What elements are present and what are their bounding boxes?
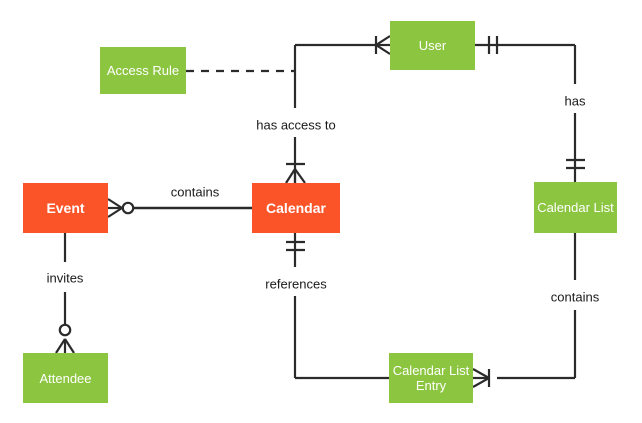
edge-label-contains-event-calendar: contains (167, 184, 223, 200)
entity-event[interactable]: Event (23, 183, 108, 233)
edge-user-calendar (285, 35, 391, 184)
edge-label-contains-list-entry: contains (547, 289, 603, 305)
entity-label: Calendar List (537, 200, 614, 215)
edge-label-has: has (561, 93, 589, 109)
entity-label: Calendar List Entry (392, 363, 470, 393)
cardinality-calendar-list-entry-one-or-many (472, 368, 491, 388)
cardinality-event-zero-or-many (107, 198, 135, 218)
cardinality-user-one-or-many (374, 35, 391, 55)
entity-access-rule[interactable]: Access Rule (100, 47, 186, 94)
entity-user[interactable]: User (390, 21, 475, 70)
edge-label-invites: invites (43, 270, 87, 286)
cardinality-attendee-zero-or-many (55, 323, 75, 354)
edge-label-references: references (262, 276, 330, 292)
entity-calendar-list[interactable]: Calendar List (534, 182, 617, 233)
cardinality-calendar-list-exactly-one (566, 158, 585, 170)
cardinality-calendar-one-or-many (285, 162, 306, 184)
entity-calendar[interactable]: Calendar (252, 183, 340, 233)
edge-calendar-list-entry (472, 233, 577, 388)
entity-label: Attendee (39, 370, 92, 386)
entity-label: Calendar (266, 199, 326, 216)
edge-event-attendee (55, 233, 75, 354)
entity-calendar-list-entry[interactable]: Calendar List Entry (389, 353, 473, 403)
entity-label: Access Rule (106, 63, 180, 78)
edge-calendar-calendar-list-entry (286, 233, 389, 380)
edge-event-calendar (107, 198, 252, 218)
entity-label: Event (46, 199, 85, 216)
edge-user-calendar-list (475, 36, 585, 182)
edge-label-has-access-to: has access to (253, 117, 339, 133)
entity-attendee[interactable]: Attendee (23, 353, 108, 403)
entity-label: User (418, 38, 447, 53)
